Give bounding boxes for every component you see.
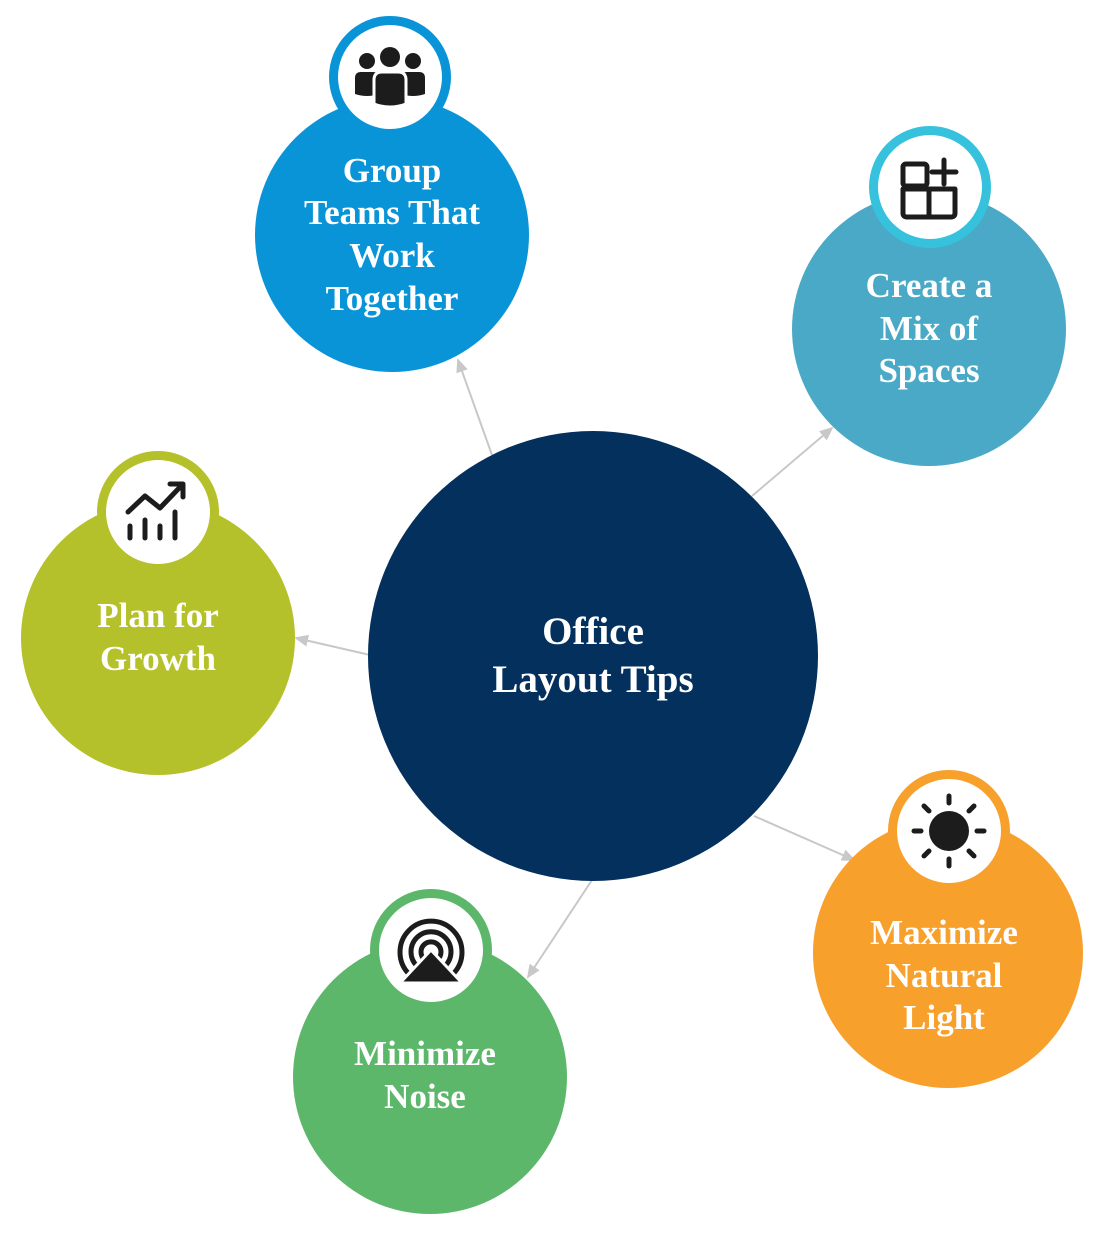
team-icon [355,47,425,109]
center-circle [368,431,818,881]
node-minimize-noise [293,889,567,1214]
node-label-group-teams: Group Teams That Work Together [303,150,481,318]
sun-icon [911,793,987,869]
node-natural-light [813,770,1083,1088]
connector-minimize-noise [526,879,593,979]
node-plan-growth [21,451,295,775]
node-circle-minimize-noise [293,940,567,1214]
node-mix-spaces [792,126,1066,466]
signal-icon [397,918,465,985]
growth-chart-icon [125,481,186,541]
node-label-natural-light: Maximize Natural Light [870,912,1018,1038]
connector-plan-growth [294,634,371,656]
node-label-mix-spaces: Create a Mix of Spaces [865,265,993,391]
connector-natural-light [753,815,856,861]
node-circle-group-teams [255,98,529,372]
connectors [294,358,856,979]
center-title: Office Layout Tips [492,610,694,701]
add-grid-icon [900,157,959,220]
node-group-teams [255,16,529,372]
node-label-plan-growth: Plan for Growth [97,596,219,678]
node-circle-mix-spaces [792,192,1066,466]
icon-badge-inner-plan-growth [106,460,210,564]
node-circle-plan-growth [21,501,295,775]
connector-group-teams [456,358,493,456]
connector-mix-spaces [751,426,834,497]
node-circle-natural-light [813,818,1083,1088]
node-label-minimize-noise: Minimize Noise [354,1034,496,1116]
